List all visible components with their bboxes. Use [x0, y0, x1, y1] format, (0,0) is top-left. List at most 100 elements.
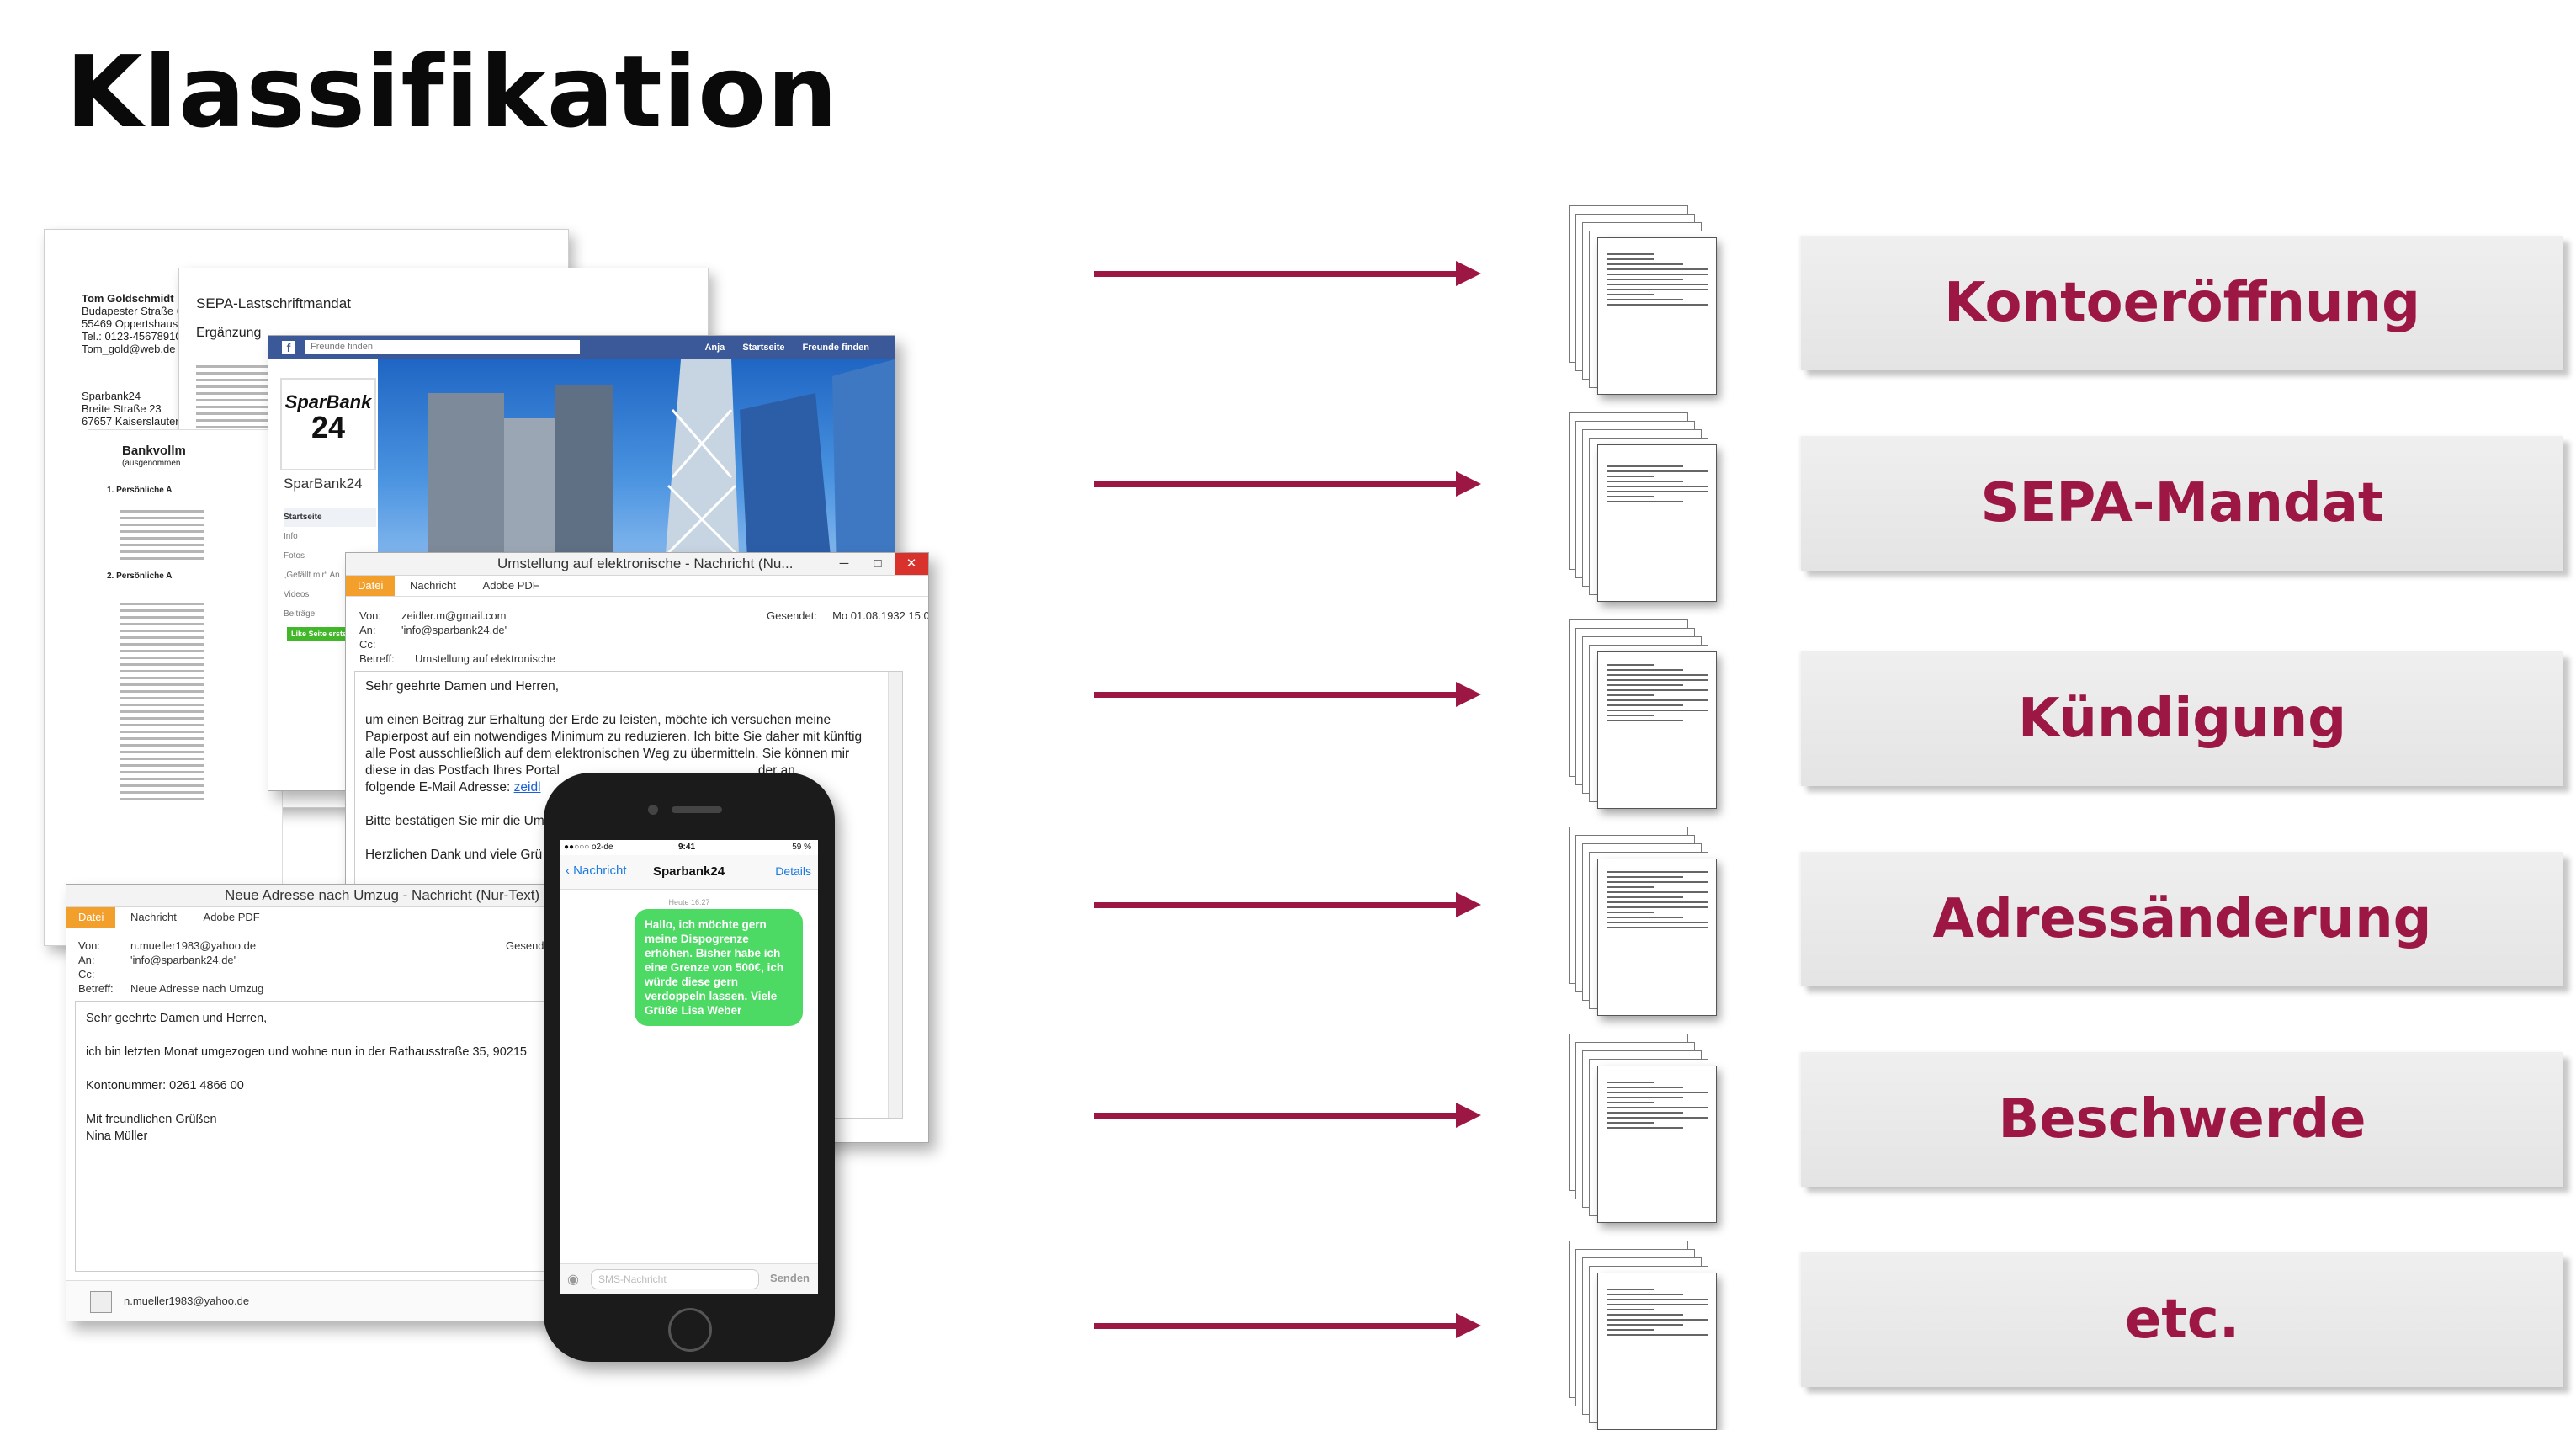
bank-form-document: Bankvollm (ausgenommen 1. Persönliche A … — [88, 429, 283, 936]
document-stack-icon — [1569, 1034, 1729, 1223]
letter-recipient-name: Sparbank24 — [82, 390, 141, 402]
email2-footer-email: n.mueller1983@yahoo.de — [124, 1294, 250, 1307]
email1-body-line: um einen Beitrag zur Erhaltung der Erde … — [365, 713, 831, 727]
email1-body-line: folgende E-Mail Adresse: — [365, 780, 511, 795]
sms-message-bubble: Hallo, ich möchte gern meine Dispogrenze… — [635, 909, 803, 1026]
email2-body[interactable]: Sehr geehrte Damen und Herren, ich bin l… — [75, 1001, 565, 1272]
email2-tab-adobe[interactable]: Adobe PDF — [203, 911, 260, 923]
email2-body-line: Sehr geehrte Damen und Herren, — [86, 1012, 268, 1025]
email1-body-line: Bitte bestätigen Sie mir die Um — [365, 814, 544, 828]
avatar-icon — [90, 1291, 112, 1313]
email2-subject: Neue Adresse nach Umzug — [130, 982, 264, 995]
facebook-menu-home[interactable]: Startseite — [284, 508, 376, 527]
sms-details-button[interactable]: Details — [775, 864, 811, 878]
facebook-menu-likes[interactable]: „Gefällt mir“ An — [284, 571, 340, 580]
phone-time: 9:41 — [678, 843, 696, 852]
sepa-form-subtitle: Ergänzung — [196, 326, 262, 340]
arrow-icon — [1094, 892, 1481, 917]
phone-carrier: ●●○○○ o2-de — [564, 843, 613, 852]
email2-from-label: Von: — [78, 939, 101, 952]
sms-back-label: Nachricht — [573, 864, 627, 878]
email1-body-line: Sehr geehrte Damen und Herren, — [365, 679, 560, 694]
email1-body-line: Herzlichen Dank und viele Grü — [365, 848, 543, 862]
bank-form-section-2: 2. Persönliche A — [107, 571, 173, 581]
sparbank-logo-number: 24 — [311, 410, 346, 444]
email1-tab-adobe[interactable]: Adobe PDF — [482, 579, 539, 592]
skyscrapers-image — [428, 359, 895, 575]
sms-nav-bar: ‹ Nachricht Sparbank24 Details — [560, 855, 818, 890]
email1-body-line: alle Post ausschließlich auf dem elektro… — [365, 747, 850, 761]
category-kontoeroeffnung: Kontoeröffnung — [1801, 236, 2563, 370]
letter-sender-name: Tom Goldschmidt — [82, 292, 174, 305]
email2-tab-nachricht[interactable]: Nachricht — [130, 911, 177, 923]
bank-form-section-1: 1. Persönliche A — [107, 486, 173, 495]
letter-recipient-street: Breite Straße 23 — [82, 402, 162, 415]
facebook-menu-info[interactable]: Info — [284, 532, 298, 541]
category-etc: etc. — [1801, 1252, 2563, 1387]
speaker-grille — [672, 806, 722, 813]
sms-input-bar: ◉ SMS-Nachricht Senden — [560, 1263, 818, 1294]
phone-screen: ●●○○○ o2-de 9:41 59 % ‹ Nachricht Sparba… — [560, 840, 818, 1294]
sepa-form-title: SEPA-Lastschriftmandat — [196, 295, 351, 311]
close-icon[interactable]: ✕ — [895, 553, 928, 575]
facebook-create-page-button[interactable]: Like Seite erste — [287, 627, 352, 641]
arrow-icon — [1094, 1103, 1481, 1128]
email2-footer: n.mueller1983@yahoo.de — [66, 1280, 571, 1321]
sms-back-button[interactable]: ‹ Nachricht — [566, 864, 627, 878]
category-kuendigung: Kündigung — [1801, 651, 2563, 786]
phone-status-bar: ●●○○○ o2-de 9:41 59 % — [560, 840, 818, 855]
email1-scrollbar[interactable] — [888, 672, 902, 1118]
facebook-nav-home[interactable]: Startseite — [742, 343, 785, 353]
email1-from: zeidler.m@gmail.com — [401, 609, 507, 622]
arrow-icon — [1094, 682, 1481, 707]
sms-input[interactable]: SMS-Nachricht — [591, 1269, 759, 1289]
facebook-nav-profile[interactable]: Anja — [704, 343, 725, 353]
facebook-search-input[interactable]: Freunde finden — [305, 340, 580, 354]
facebook-menu-photos[interactable]: Fotos — [284, 551, 305, 561]
sparbank-logo: SparBank 24 — [280, 378, 376, 470]
facebook-nav-friends[interactable]: Freunde finden — [802, 343, 869, 353]
facebook-menu-posts[interactable]: Beiträge — [284, 609, 316, 619]
category-beschwerde: Beschwerde — [1801, 1052, 2563, 1187]
email2-body-line: Mit freundlichen Grüßen — [86, 1113, 217, 1126]
arrow-icon — [1094, 471, 1481, 497]
minimize-icon[interactable]: ─ — [839, 556, 849, 571]
home-button[interactable] — [668, 1308, 712, 1352]
email1-tab-nachricht[interactable]: Nachricht — [409, 579, 456, 592]
facebook-menu-videos[interactable]: Videos — [284, 590, 310, 599]
email1-ribbon: Datei Nachricht Adobe PDF — [346, 576, 928, 597]
email1-subject-label: Betreff: — [359, 652, 395, 665]
sms-send-button[interactable]: Senden — [770, 1272, 810, 1284]
facebook-page-menu: Startseite Info Fotos „Gefällt mir“ An V… — [284, 508, 376, 624]
phone-battery: 59 % — [792, 843, 811, 852]
email1-to-label: An: — [359, 624, 376, 636]
email1-window-title: Umstellung auf elektronische - Nachricht… — [497, 556, 794, 571]
document-stack-icon — [1569, 827, 1729, 1016]
document-stack-icon — [1569, 619, 1729, 809]
arrow-icon — [1094, 1313, 1481, 1338]
email1-cc-label: Cc: — [359, 638, 376, 651]
email2-tab-datei[interactable]: Datei — [66, 907, 116, 928]
email1-title-bar: Umstellung auf elektronische - Nachricht… — [346, 553, 928, 576]
letter-sender-city: 55469 Oppertshausen — [82, 317, 190, 330]
bank-form-title: Bankvollm — [122, 444, 186, 458]
sparbank-logo-text: SparBank — [284, 391, 372, 412]
facebook-nav: Anja Startseite Freunde finden — [689, 336, 869, 359]
email1-to: 'info@sparbank24.de' — [401, 624, 507, 636]
email2-window-title: Neue Adresse nach Umzug - Nachricht (Nur… — [225, 887, 540, 903]
letter-sender-street: Budapester Straße 68 — [82, 305, 189, 317]
email2-subject-label: Betreff: — [78, 982, 114, 995]
email2-to-label: An: — [78, 954, 95, 966]
email1-subject: Umstellung auf elektronische — [415, 652, 555, 665]
camera-icon[interactable]: ◉ — [567, 1273, 579, 1287]
email2-title-bar: Neue Adresse nach Umzug - Nachricht (Nur… — [66, 885, 571, 907]
email1-sent-label: Gesendet: — [767, 609, 817, 622]
email2-body-line: Kontonummer: 0261 4866 00 — [86, 1079, 244, 1092]
email1-tab-datei[interactable]: Datei — [346, 576, 396, 596]
camera-icon — [648, 805, 658, 815]
email1-email-link[interactable]: zeidl — [513, 780, 541, 795]
email2-body-line: ich bin letzten Monat umgezogen und wohn… — [86, 1045, 527, 1059]
document-stack-icon — [1569, 205, 1729, 395]
maximize-icon[interactable]: □ — [874, 556, 882, 571]
